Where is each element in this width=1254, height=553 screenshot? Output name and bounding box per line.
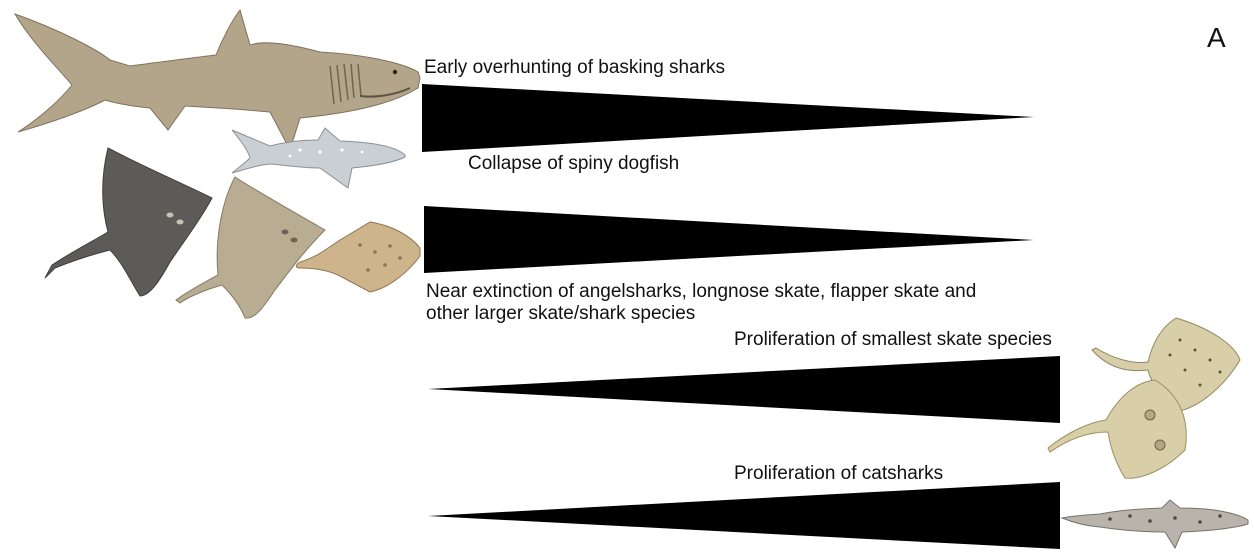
- flapper-skate-illustration: [45, 148, 212, 296]
- trend-label: Proliferation of catsharks: [734, 463, 943, 485]
- trend-label: Early overhunting of basking sharks: [424, 57, 725, 79]
- panel-label: A: [1207, 22, 1226, 54]
- trend-wedge-increase: [428, 482, 1060, 549]
- trend-label: Collapse of spiny dogfish: [468, 153, 679, 175]
- catshark-illustration: [1062, 500, 1248, 548]
- small-skate-bottom-illustration: [1048, 380, 1186, 478]
- trend-wedge-decline: [424, 206, 1034, 273]
- spiny-dogfish-illustration: [232, 128, 405, 188]
- trend-label: Near extinction of angelsharks, longnose…: [426, 281, 1016, 325]
- trend-label: Proliferation of smallest skate species: [734, 329, 1052, 351]
- trend-wedge-decline: [422, 84, 1034, 152]
- basking-shark-illustration: [15, 10, 420, 150]
- trend-wedge-increase: [428, 356, 1060, 423]
